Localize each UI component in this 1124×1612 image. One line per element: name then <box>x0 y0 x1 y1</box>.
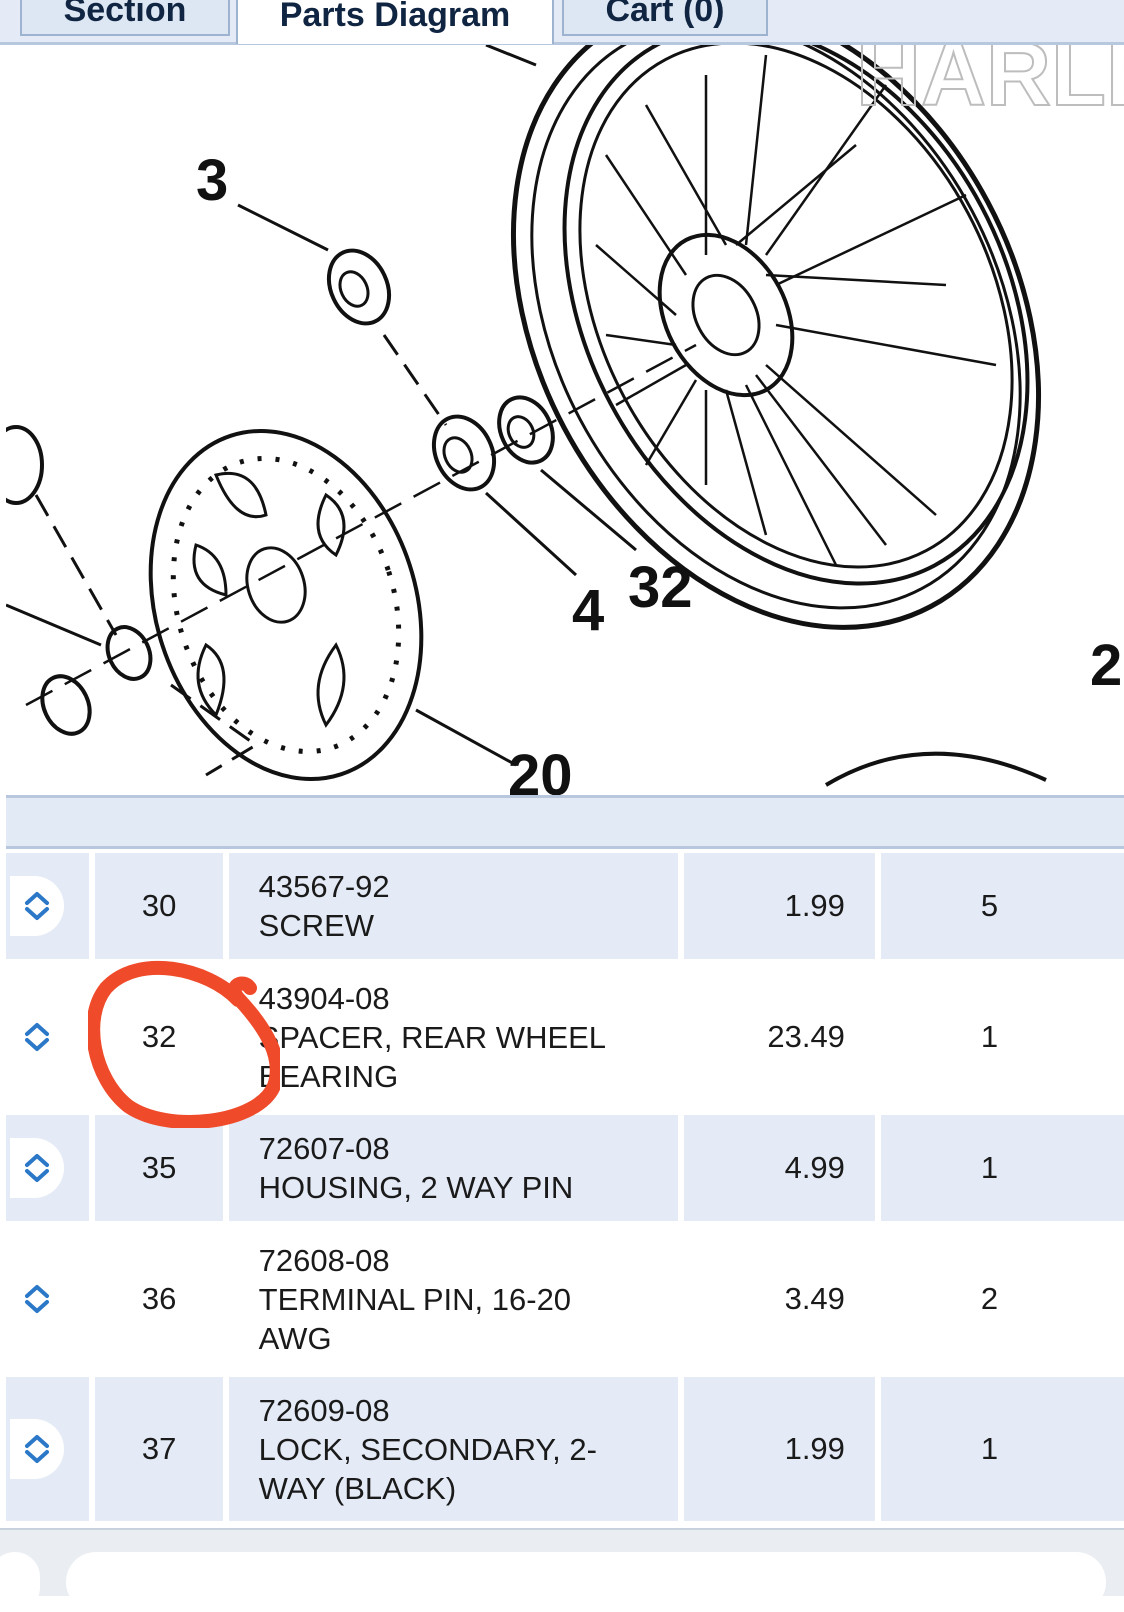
expand-button[interactable] <box>10 1138 64 1198</box>
chevron-up-down-icon <box>25 1023 49 1051</box>
parts-diagram[interactable]: HARLEY 3 4 32 20 2 <box>6 45 1124 795</box>
part-description: 72608-08 TERMINAL PIN, 16-20 AWG <box>229 1221 678 1377</box>
description-line: SPACER, REAR WHEEL <box>258 1019 607 1055</box>
callout-4: 4 <box>572 578 604 643</box>
description-line: SCREW <box>258 908 375 943</box>
browser-back-button[interactable] <box>0 1552 40 1612</box>
expand-button[interactable] <box>10 876 64 936</box>
diagram-separator <box>6 795 1124 849</box>
item-number: 35 <box>95 1115 223 1221</box>
parts-table: 30 43567-92 SCREW 1.99 5 32 43904-08 SPA… <box>6 853 1124 1521</box>
tab-section[interactable]: Section <box>20 0 230 36</box>
tab-cart[interactable]: Cart (0) <box>562 0 768 36</box>
tab-section-label: Section <box>63 0 187 29</box>
expand-cell <box>6 1221 89 1377</box>
tab-parts-diagram[interactable]: Parts Diagram <box>236 0 554 44</box>
description-line: LOCK, SECONDARY, 2- <box>258 1431 597 1467</box>
description-line: AWG <box>258 1320 332 1356</box>
part-price: 1.99 <box>683 1377 875 1521</box>
table-row[interactable]: 30 43567-92 SCREW 1.99 5 <box>6 853 1124 959</box>
description-line: HOUSING, 2 WAY PIN <box>258 1170 574 1205</box>
description-line: TERMINAL PIN, 16-20 <box>258 1281 572 1317</box>
browser-address-bar[interactable] <box>66 1552 1106 1612</box>
table-row[interactable]: 35 72607-08 HOUSING, 2 WAY PIN 4.99 1 <box>6 1115 1124 1221</box>
expand-cell <box>6 1115 90 1221</box>
description-line: WAY (BLACK) <box>258 1470 457 1506</box>
part-description: 72609-08 LOCK, SECONDARY, 2- WAY (BLACK) <box>228 1377 678 1521</box>
tab-bar: Section Parts Diagram Cart (0) <box>0 0 1124 45</box>
expand-cell <box>6 1377 90 1521</box>
table-row[interactable]: 37 72609-08 LOCK, SECONDARY, 2- WAY (BLA… <box>6 1377 1124 1521</box>
part-qty: 1 <box>880 1377 1124 1521</box>
expand-button[interactable] <box>10 1419 64 1479</box>
part-qty: 1 <box>880 1115 1124 1221</box>
tab-parts-diagram-label: Parts Diagram <box>279 0 511 34</box>
part-price: 4.99 <box>683 1115 875 1221</box>
part-description: 72607-08 HOUSING, 2 WAY PIN <box>228 1115 678 1221</box>
description-line: BEARING <box>258 1058 399 1094</box>
part-number: 72609-08 <box>258 1392 390 1428</box>
callout-2: 2 <box>1090 633 1122 698</box>
callout-32: 32 <box>628 555 693 620</box>
chevron-up-down-icon <box>25 1154 49 1182</box>
part-number: 43567-92 <box>258 869 390 904</box>
callout-3: 3 <box>196 148 228 213</box>
chevron-up-down-icon <box>25 1285 49 1313</box>
part-price: 3.49 <box>784 1281 845 1316</box>
item-number: 32 <box>141 1019 177 1054</box>
item-number: 36 <box>141 1281 177 1316</box>
chevron-up-down-icon <box>25 892 49 920</box>
part-qty: 5 <box>880 853 1124 959</box>
expand-button[interactable] <box>10 1007 64 1067</box>
part-qty: 1 <box>980 1019 999 1054</box>
part-description: 43567-92 SCREW <box>228 853 678 959</box>
part-number: 72607-08 <box>258 1131 390 1166</box>
expand-cell <box>6 853 90 959</box>
part-number: 72608-08 <box>258 1242 390 1278</box>
chevron-up-down-icon <box>25 1435 49 1463</box>
part-price: 1.99 <box>683 853 875 959</box>
table-row[interactable]: 32 43904-08 SPACER, REAR WHEEL BEARING 2… <box>6 959 1124 1115</box>
callout-20: 20 <box>508 743 573 795</box>
expand-cell <box>6 959 89 1115</box>
item-number: 30 <box>95 853 223 959</box>
part-description: 43904-08 SPACER, REAR WHEEL BEARING <box>229 959 678 1115</box>
part-number: 43904-08 <box>258 980 390 1016</box>
item-number: 37 <box>95 1377 223 1521</box>
table-row[interactable]: 36 72608-08 TERMINAL PIN, 16-20 AWG 3.49… <box>6 1221 1124 1377</box>
part-price: 23.49 <box>767 1019 845 1054</box>
parts-diagram-drawing: HARLEY 3 4 32 20 2 <box>6 45 1124 795</box>
part-qty: 2 <box>980 1281 999 1316</box>
tab-cart-label: Cart (0) <box>605 0 725 29</box>
watermark-text: HARLEY <box>856 45 1124 125</box>
expand-button[interactable] <box>10 1269 64 1329</box>
